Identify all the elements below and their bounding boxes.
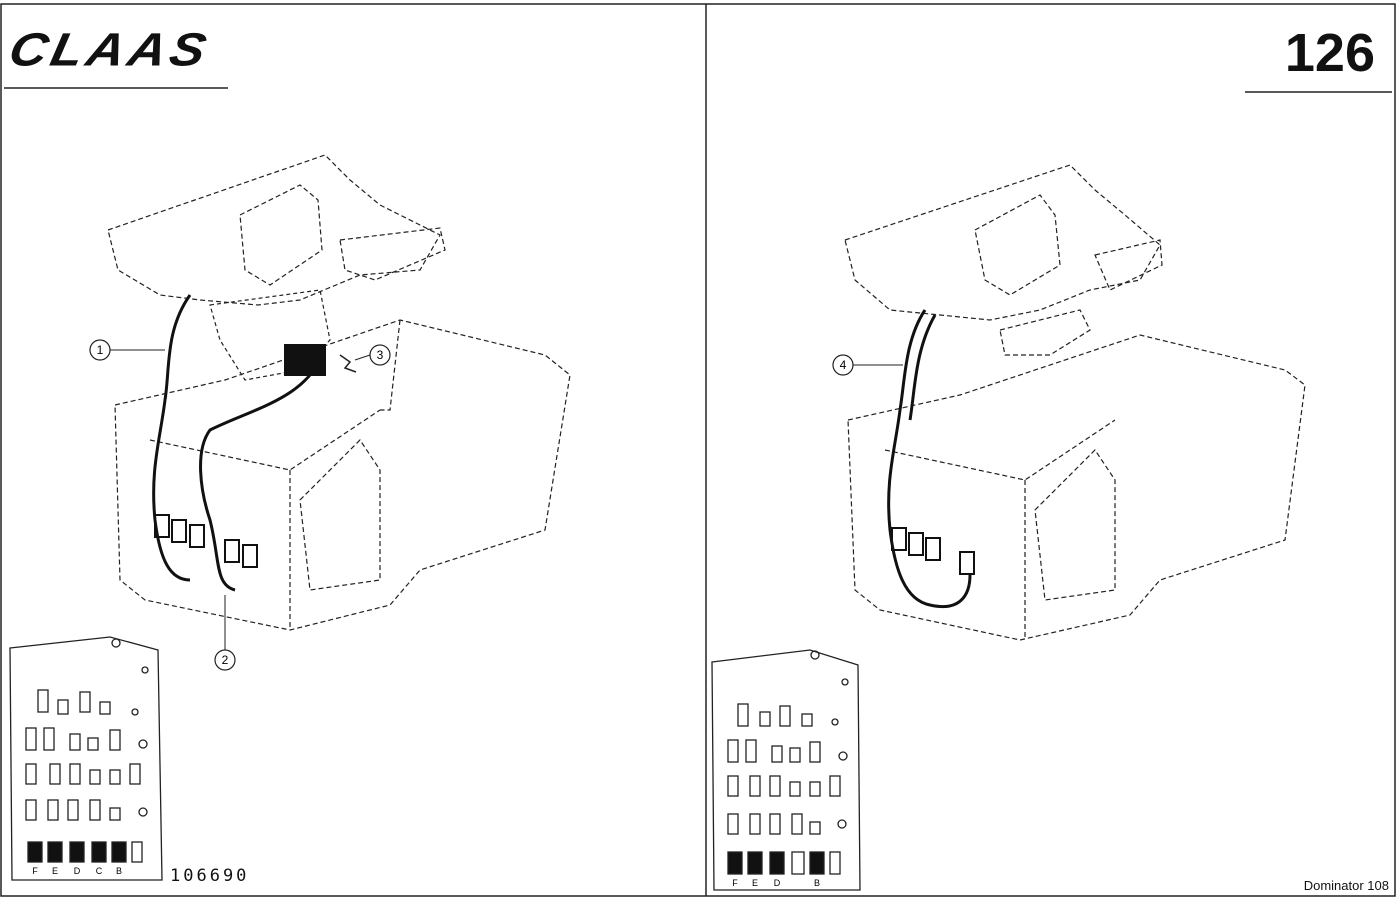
left-fuse-label-b: B <box>116 866 122 876</box>
left-console-box <box>114 319 571 631</box>
callout-2-label: 2 <box>222 653 229 667</box>
callout-1-label: 1 <box>97 343 104 357</box>
right-wiring-harness <box>887 309 972 608</box>
right-console-box <box>847 334 1306 641</box>
sheet-border <box>0 3 1396 897</box>
model-label: Dominator 108 <box>1303 878 1389 893</box>
callout-3-label: 3 <box>377 348 384 362</box>
callout-3: 3 <box>354 344 391 366</box>
claas-logo: CLAAS <box>4 23 215 77</box>
left-wiring-harness <box>152 294 322 592</box>
right-fuse-letters: F E D B <box>732 878 820 888</box>
page-number: 126 <box>1284 23 1375 83</box>
left-fuse-letters: F E D C B <box>32 866 122 876</box>
left-fuse-label-e: E <box>52 866 58 876</box>
left-cab-roof <box>107 154 446 306</box>
callout-4-label: 4 <box>840 358 847 372</box>
right-fuse-label-d: D <box>774 878 781 888</box>
left-fuse-label-f: F <box>32 866 38 876</box>
callout-2: 2 <box>214 595 236 671</box>
right-fuse-label-b: B <box>814 878 820 888</box>
right-cab-roof <box>844 164 1163 356</box>
left-connectors <box>154 344 326 568</box>
left-fuse-label-d: D <box>74 866 81 876</box>
left-cable-3 <box>339 354 357 373</box>
callout-4: 4 <box>832 354 903 376</box>
right-fuse-board <box>711 649 861 891</box>
callout-1: 1 <box>89 339 165 361</box>
figure-number: 106690 <box>170 866 250 886</box>
right-fuse-label-f: F <box>732 878 738 888</box>
left-fuse-board <box>9 636 163 881</box>
left-fuse-label-c: C <box>96 866 103 876</box>
right-connectors <box>891 527 975 575</box>
right-fuse-label-e: E <box>752 878 758 888</box>
